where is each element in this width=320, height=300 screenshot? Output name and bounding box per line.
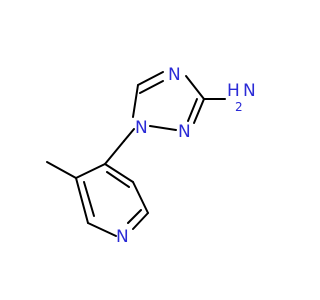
- bond-n1-ch2: [123, 128, 135, 142]
- structure-diagram: N N N H N 2 N: [46, 65, 256, 247]
- bond-c4-c5p-single: [104, 163, 134, 183]
- atom-n1-label: N: [135, 118, 148, 138]
- atom-n4-label: N: [168, 65, 181, 85]
- bond-c3p-methyl: [46, 161, 77, 179]
- bond-n2-n1: [149, 125, 177, 131]
- bond-c3-n2-single: [193, 98, 205, 124]
- bond-c2p-c3p-double: [83, 181, 95, 217]
- bond-n1-c5: [132, 84, 139, 118]
- amine-n-label: N: [243, 81, 256, 101]
- atom-n2-label: N: [178, 122, 191, 142]
- bond-c5p-c6p: [132, 181, 149, 214]
- bond-c4-c5p-double: [106, 171, 130, 188]
- bond-ch2-c4: [104, 140, 125, 165]
- bond-c4-c3p: [75, 163, 106, 179]
- bond-c5-n4-single: [137, 71, 164, 86]
- bond-c3-n2-double: [187, 98, 198, 122]
- amine-h-label: H: [227, 81, 240, 101]
- bond-c5-n4-double: [139, 80, 164, 94]
- bond-c6p-n-single: [132, 212, 149, 230]
- bond-c2p-c3p-single: [75, 177, 89, 224]
- bond-n4-c3: [185, 75, 205, 100]
- bond-n-c2p: [87, 222, 117, 237]
- amine-subscript: 2: [235, 100, 243, 114]
- bond-c6p-n-double: [127, 209, 142, 224]
- molecule-canvas: N N N H N 2 N: [46, 65, 256, 247]
- atom-pyridine-n-label: N: [116, 227, 129, 247]
